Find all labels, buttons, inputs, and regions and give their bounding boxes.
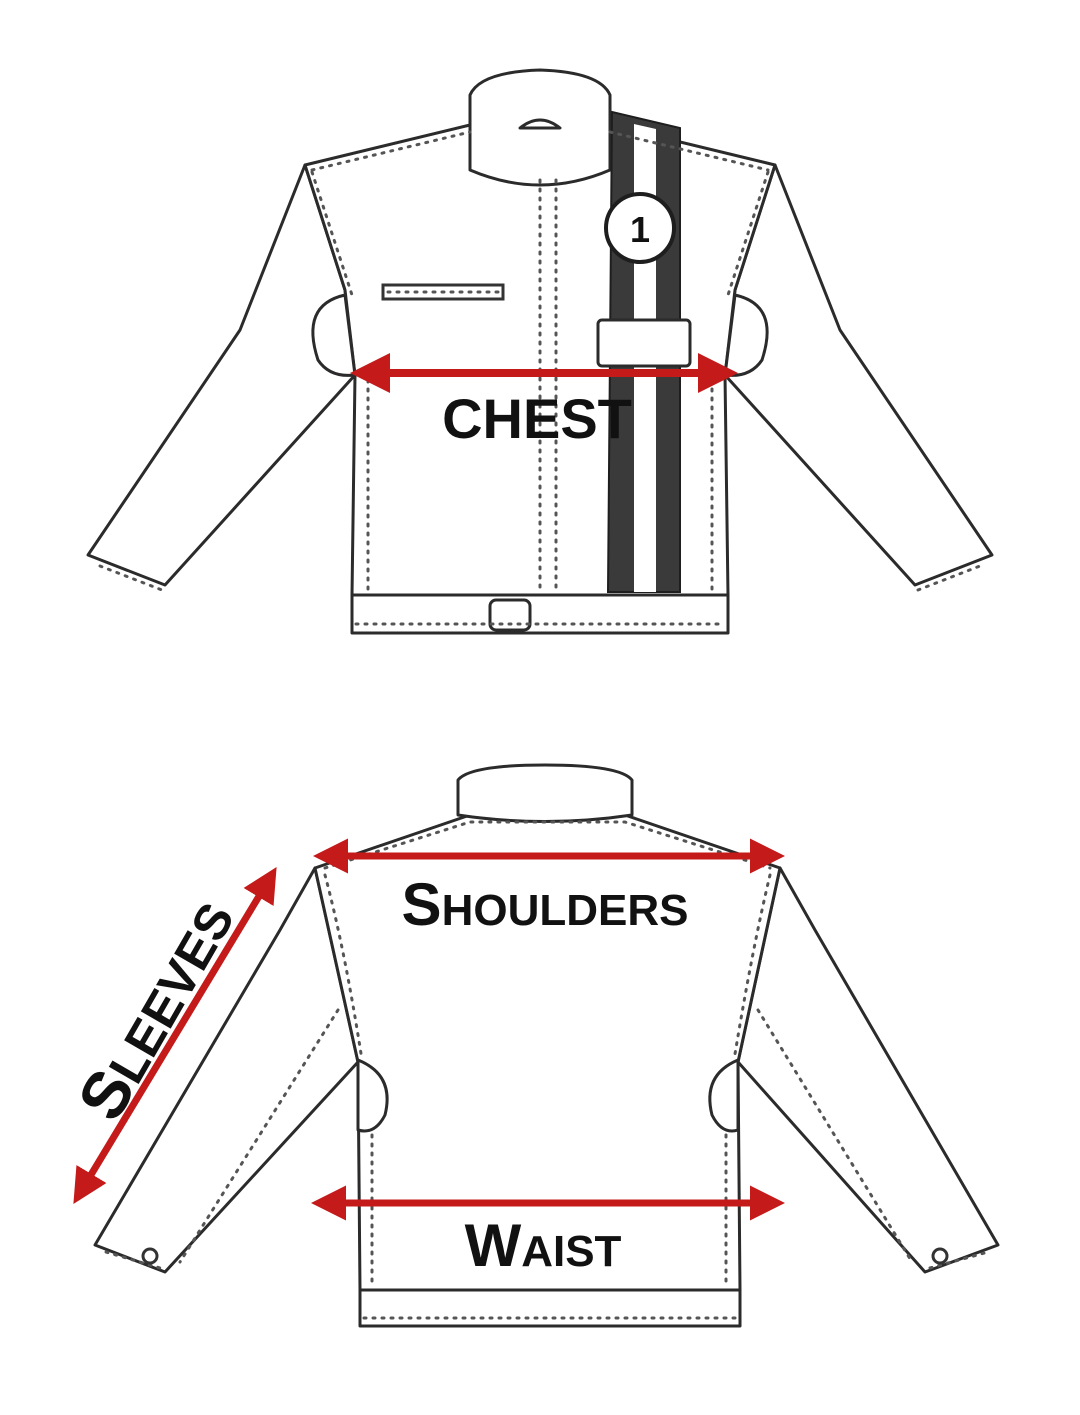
chest-label: CHEST xyxy=(442,387,632,450)
front-shoulder-stitch xyxy=(310,130,770,172)
front-left-cuff-stitch xyxy=(98,564,164,592)
front-right-sleeve xyxy=(723,163,994,587)
back-left-armhole-stitch xyxy=(323,873,364,1062)
racing-number-text: 1 xyxy=(630,209,650,250)
back-right-armhole-stitch xyxy=(732,873,772,1062)
back-right-sleeve xyxy=(736,866,1000,1274)
front-left-gusset xyxy=(311,293,357,377)
back-right-cuff-stitch xyxy=(928,1250,990,1270)
front-jacket: 1 CHEST xyxy=(86,68,994,635)
back-jacket: SHOULDERS WAIST SLEEVES xyxy=(63,763,1000,1328)
front-waistband xyxy=(350,593,730,635)
waist-label: WAIST xyxy=(465,1212,622,1279)
back-right-cuff-button xyxy=(931,1247,949,1265)
back-right-sleeve-seam-stitch xyxy=(756,1008,914,1264)
waist-label-rest: AIST xyxy=(521,1227,621,1276)
collar-snap xyxy=(518,118,562,130)
sleeves-arrow xyxy=(73,867,277,1204)
front-side-pocket xyxy=(596,318,692,368)
back-left-cuff-stitch xyxy=(104,1250,162,1270)
front-left-sleeve xyxy=(86,163,357,587)
shoulders-label: SHOULDERS xyxy=(402,871,689,938)
back-collar xyxy=(456,763,634,823)
back-waistband xyxy=(358,1288,742,1328)
back-left-cuff-button xyxy=(141,1247,159,1265)
waist-label-cap: W xyxy=(465,1212,522,1279)
back-left-gusset xyxy=(356,1058,389,1133)
front-right-cuff-stitch xyxy=(916,564,982,592)
shoulders-label-cap: S xyxy=(402,871,442,938)
back-right-gusset xyxy=(708,1058,740,1133)
front-armhole-stitch xyxy=(310,170,770,297)
shoulders-label-rest: HOULDERS xyxy=(442,886,689,935)
racing-number-badge xyxy=(604,192,676,264)
